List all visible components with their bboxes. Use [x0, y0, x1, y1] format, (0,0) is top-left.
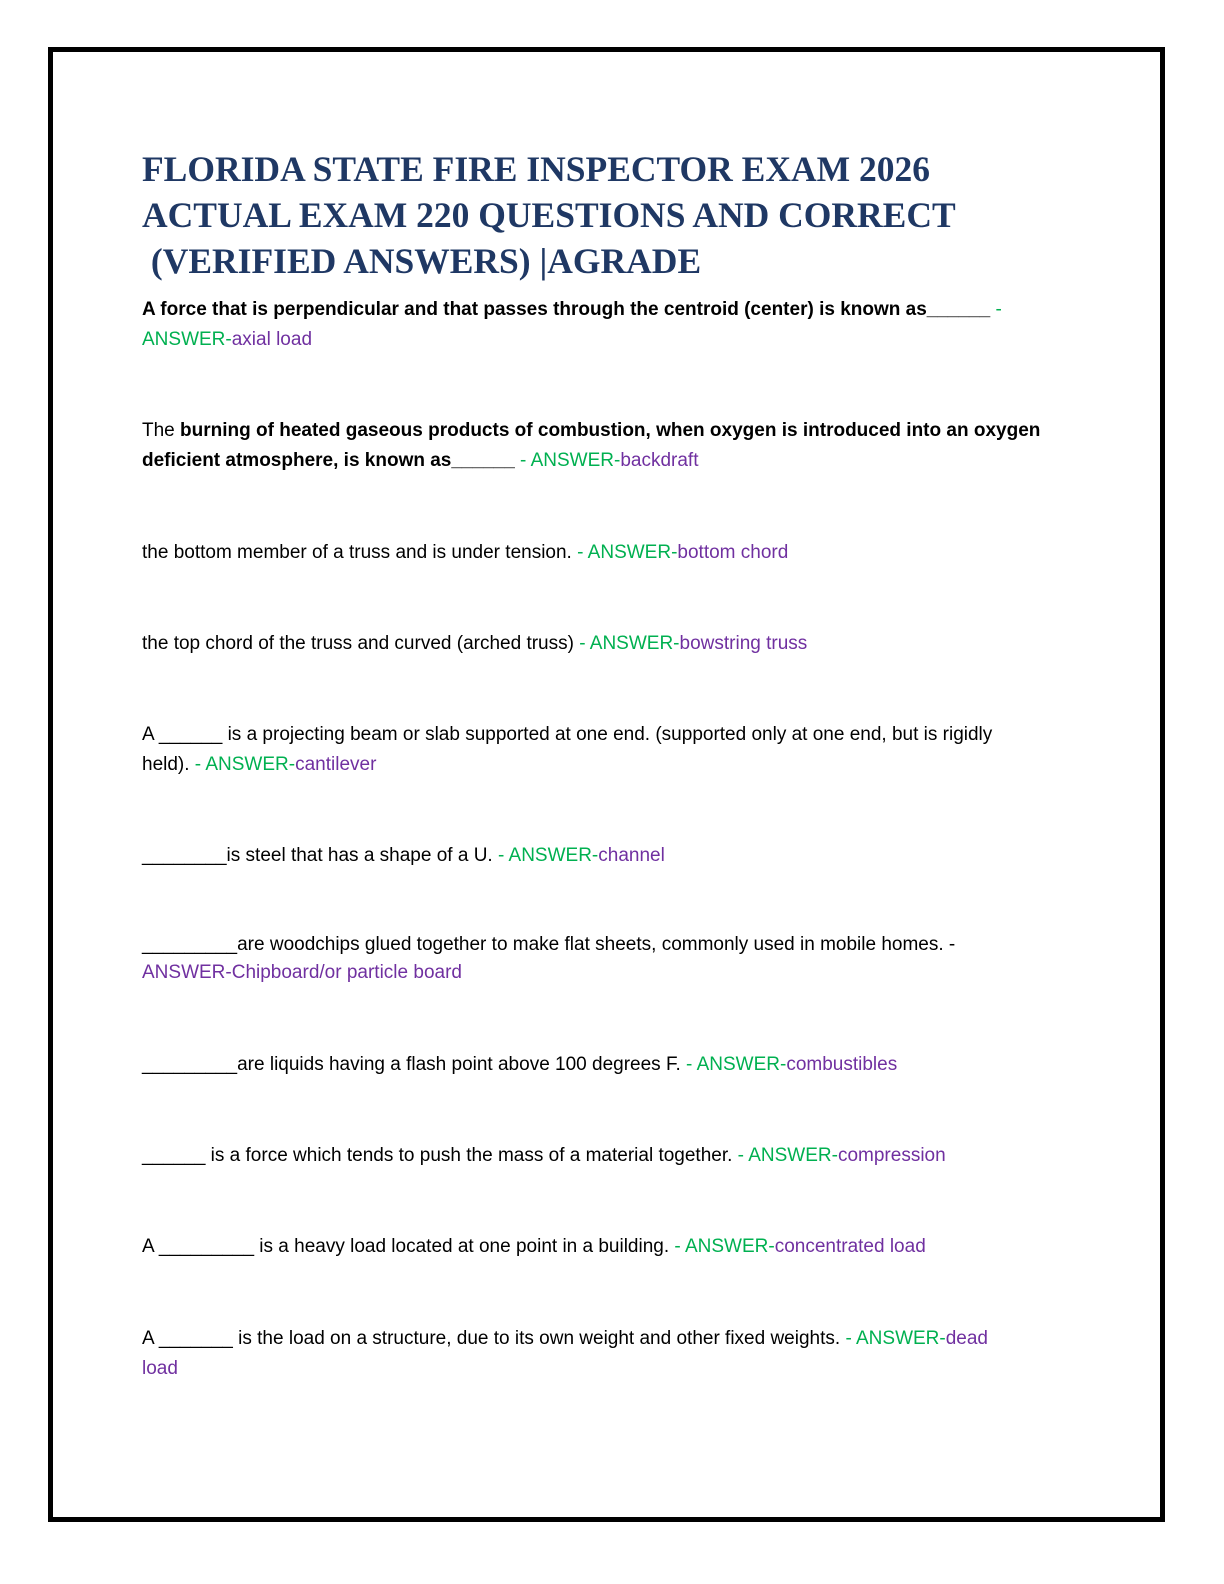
question-text: burning of heated gaseous products of co…	[180, 420, 1041, 441]
answer-marker: - ANSWER-	[680, 1054, 787, 1075]
answer-text: concentrated load	[774, 1236, 926, 1257]
question-text-continued: held).	[142, 754, 190, 775]
qa-item-chipboard: _________are woodchips glued together to…	[142, 931, 1062, 987]
qa-item-dead-load: A _______ is the load on a structure, du…	[142, 1324, 1062, 1384]
question-text: A ______ is a projecting beam or slab su…	[142, 724, 993, 745]
qa-item-bowstring-truss: the top chord of the truss and curved (a…	[142, 629, 1062, 659]
title-line-1: FLORIDA STATE FIRE INSPECTOR EXAM 2026	[142, 149, 931, 189]
answer-text: bottom chord	[677, 542, 789, 563]
answer-marker: - ANSWER-	[669, 1236, 775, 1257]
qa-item-cantilever: A ______ is a projecting beam or slab su…	[142, 720, 1062, 780]
question-text: _________are liquids having a flash poin…	[142, 1054, 681, 1075]
answer-marker: - ANSWER-	[732, 1145, 838, 1166]
question-text: A _________ is a heavy load located at o…	[142, 1236, 670, 1257]
question-text-continued: deficient atmosphere, is known as______	[142, 450, 515, 471]
answer-text: channel	[598, 845, 665, 866]
answer-marker: - ANSWER-	[514, 450, 621, 471]
document-title: FLORIDA STATE FIRE INSPECTOR EXAM 2026 A…	[142, 146, 1042, 284]
qa-item-combustibles: _________are liquids having a flash poin…	[142, 1050, 1062, 1080]
answer-marker: - ANSWER-	[492, 845, 599, 866]
question-text: ______ is a force which tends to push th…	[142, 1145, 733, 1166]
question-text: A force that is perpendicular and that p…	[142, 299, 991, 320]
answer-text: ANSWER-Chipboard/or particle board	[142, 962, 462, 983]
answer-marker: - ANSWER-	[189, 754, 296, 775]
qa-item-backdraft: The burning of heated gaseous products o…	[142, 416, 1062, 476]
answer-marker: - ANSWER-	[571, 542, 678, 563]
qa-item-channel: ________is steel that has a shape of a U…	[142, 841, 1062, 871]
answer-marker: - ANSWER-	[573, 633, 680, 654]
question-text: the bottom member of a truss and is unde…	[142, 542, 572, 563]
answer-separator: -	[990, 299, 1002, 320]
title-line-2: ACTUAL EXAM 220 QUESTIONS AND CORRECT	[142, 195, 956, 235]
answer-text: compression	[837, 1145, 946, 1166]
question-text: A _______ is the load on a structure, du…	[142, 1328, 841, 1349]
answer-text: combustibles	[786, 1054, 898, 1075]
question-text: the top chord of the truss and curved (a…	[142, 633, 574, 654]
qa-item-axial-load: A force that is perpendicular and that p…	[142, 295, 1062, 355]
page-border	[48, 47, 1165, 1522]
answer-text-continued: load	[142, 1358, 178, 1379]
qa-item-concentrated-load: A _________ is a heavy load located at o…	[142, 1232, 1062, 1262]
question-text: ________is steel that has a shape of a U…	[142, 845, 493, 866]
qa-item-compression: ______ is a force which tends to push th…	[142, 1141, 1062, 1171]
answer-text: bowstring truss	[679, 633, 808, 654]
question-prefix: The	[142, 420, 181, 441]
answer-text: cantilever	[295, 754, 377, 775]
answer-text: axial load	[231, 329, 313, 350]
answer-text: dead	[945, 1328, 989, 1349]
answer-marker: - ANSWER-	[840, 1328, 946, 1349]
answer-marker: ANSWER-	[142, 329, 232, 350]
qa-item-bottom-chord: the bottom member of a truss and is unde…	[142, 538, 1062, 568]
answer-text: backdraft	[620, 450, 699, 471]
title-line-3: (VERIFIED ANSWERS) |AGRADE	[142, 241, 702, 281]
question-text: _________are woodchips glued together to…	[142, 934, 956, 955]
